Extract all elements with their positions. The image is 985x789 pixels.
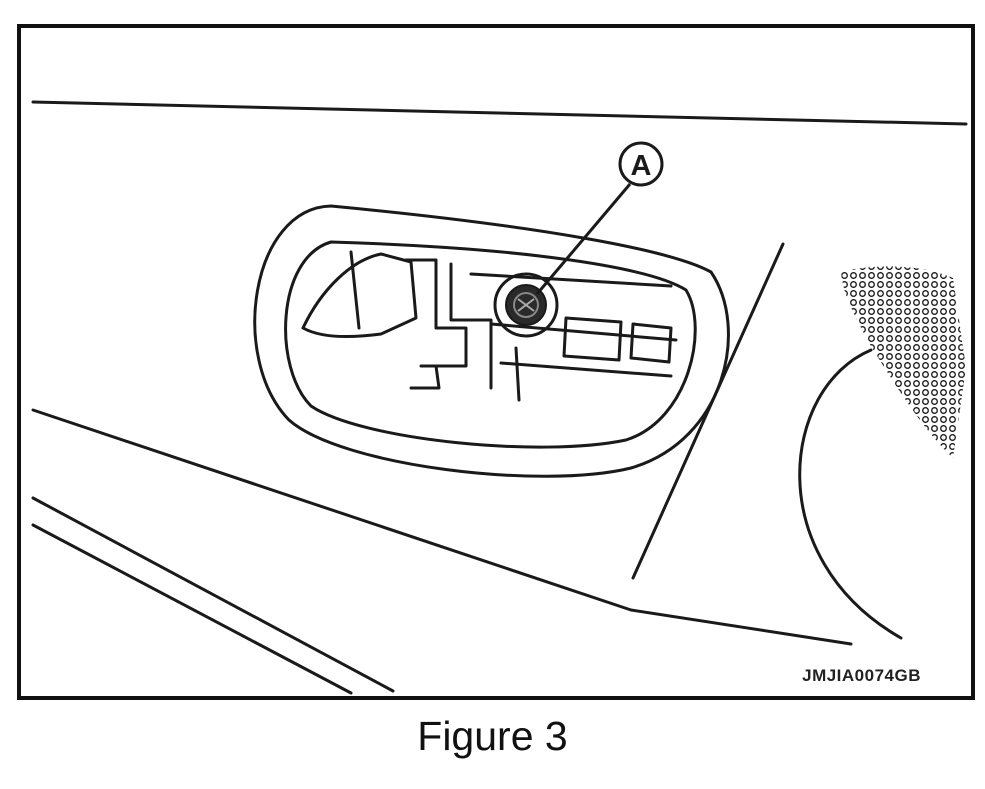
- bracket-post-2: [409, 364, 441, 390]
- bracket-rib-2: [489, 322, 678, 342]
- armrest-edge-line: [31, 408, 853, 646]
- callout-leader-line: [535, 183, 632, 295]
- callout-label: A: [631, 150, 652, 182]
- bracket-box: [562, 316, 623, 362]
- door-handle-illustration: A: [31, 100, 968, 695]
- bracket-rib-1: [469, 272, 673, 288]
- speaker-arc: [798, 348, 903, 640]
- handle-bezel-outer: [253, 204, 730, 478]
- drawing-id: JMJIA0074GB: [802, 666, 921, 685]
- bracket-left: [404, 258, 468, 368]
- figure-frame: A JMJIA0074GB: [17, 24, 975, 700]
- screw: [493, 272, 559, 338]
- bracket-mid: [449, 262, 493, 390]
- figure-caption: Figure 3: [417, 713, 568, 759]
- lower-panel-line-2: [31, 523, 353, 695]
- bracket-rib-3: [499, 361, 673, 378]
- lever-slot: [349, 250, 361, 330]
- handle-recess-inner: [284, 240, 697, 449]
- speaker-grille-icon: [841, 266, 966, 458]
- lower-panel-line-1: [31, 496, 395, 693]
- bracket-post: [514, 346, 521, 402]
- handle-lever: [301, 252, 418, 338]
- bracket-box-right: [629, 322, 673, 364]
- upper-trim-line: [31, 100, 968, 126]
- callout-circle: [618, 141, 664, 187]
